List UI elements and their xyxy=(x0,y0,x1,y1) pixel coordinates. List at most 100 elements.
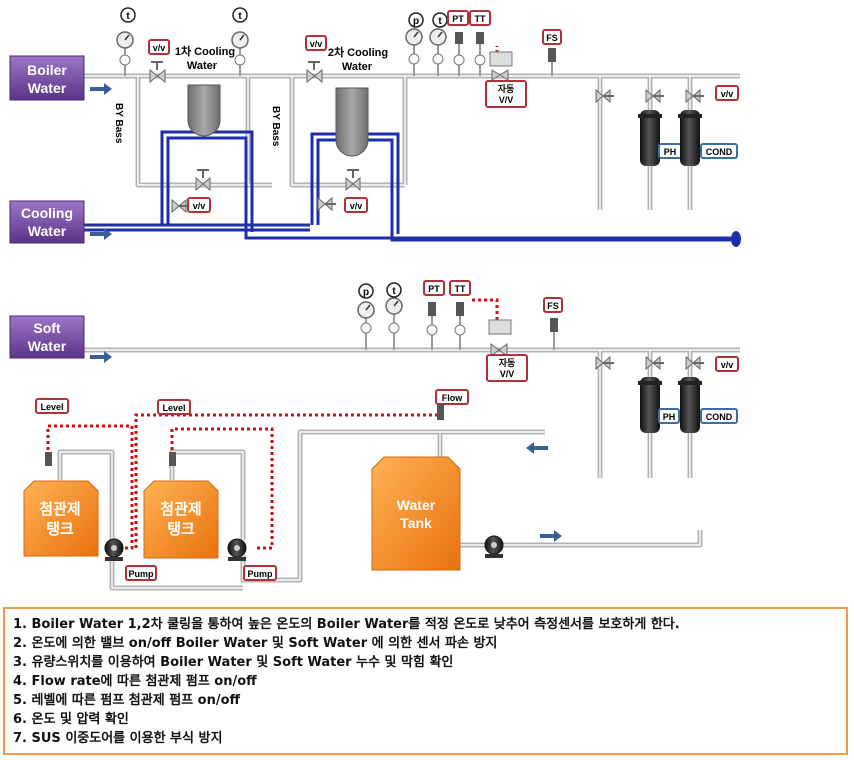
note-5: 5. 레벨에 따른 펌프 첨관제 펌프 on/off xyxy=(13,693,241,708)
cooling-valve-1: v/v xyxy=(171,197,211,214)
fs-tag: FS xyxy=(547,301,559,311)
vv-tag: v/v xyxy=(721,89,734,99)
valve-2: v/v xyxy=(305,35,327,84)
pt-sensor-bottom: PT xyxy=(423,280,445,350)
notes-box: 1. Boiler Water 1,2차 쿨링을 통하여 높은 온도의 Boil… xyxy=(3,607,848,755)
soft-water-label-2: Water xyxy=(28,338,67,354)
temp-gauge-1: t xyxy=(116,7,136,76)
flow-sensor xyxy=(437,404,444,420)
auto-valve-label-2: V/V xyxy=(499,95,514,105)
cooling-water-label-1: Cooling xyxy=(21,205,73,221)
cooling-valve-2: v/v xyxy=(317,196,368,213)
flow-arrow-icon xyxy=(540,530,562,542)
temp-symbol: t xyxy=(392,286,396,297)
bypass-valve-2 xyxy=(345,169,361,192)
analyzer-vv-tag-top: v/v xyxy=(715,85,739,101)
note-6: 6. 온도 및 압력 확인 xyxy=(13,712,129,727)
level-sensor xyxy=(45,452,52,466)
note-7: 7. SUS 이중도어를 이용한 부식 방지 xyxy=(13,731,223,746)
pressure-gauge-bottom: p xyxy=(357,283,375,350)
bypass-label-2: BY Bass xyxy=(270,106,281,147)
tt-sensor-top: TT xyxy=(469,10,491,76)
water-tank: Water Tank xyxy=(371,456,461,571)
cooling-water-label-2: Water xyxy=(28,223,67,239)
bypass-label-1: BY Bass xyxy=(113,103,124,144)
note-3: 3. 유량스위치를 이용하여 Boiler Water 및 Soft Water… xyxy=(13,655,454,670)
flow-arrow-icon xyxy=(526,442,548,454)
flow-label: Flow xyxy=(442,393,463,403)
water-tank-label-2: Tank xyxy=(400,515,432,531)
flow-arrow-icon xyxy=(90,351,112,363)
chemical-tank-2: 첨관제 탱크 xyxy=(143,480,219,559)
chemical-tank-label-2: 탱크 xyxy=(46,520,74,538)
tt-sensor-bottom: TT xyxy=(449,280,471,350)
analyzer-vv-tag-bottom: v/v xyxy=(715,356,739,372)
second-cooling-label-2: Water xyxy=(342,61,373,73)
note-2: 2. 온도에 의한 밸브 on/off Boiler Water 및 Soft … xyxy=(13,636,498,651)
soft-water-source: Soft Water xyxy=(9,315,85,359)
ph-tag: PH xyxy=(664,147,677,157)
auto-valve-top: 자동 V/V xyxy=(485,51,527,108)
boiler-water-label-2: Water xyxy=(28,80,67,96)
auto-valve-label-1: 자동 xyxy=(498,83,515,94)
first-cooling-label-1: 1차 Cooling xyxy=(175,44,235,58)
level-tag-2: Level xyxy=(157,399,191,415)
note-4: 4. Flow rate에 따른 첨관제 펌프 on/off xyxy=(13,674,257,689)
bypass-valve-1 xyxy=(195,169,211,192)
level-sensor xyxy=(169,452,176,466)
vv-tag: v/v xyxy=(350,201,363,211)
pump-3 xyxy=(484,535,504,558)
level-label: Level xyxy=(40,402,63,412)
ph-analyzer-bottom: PH xyxy=(638,377,680,433)
cond-analyzer-bottom: COND xyxy=(678,377,738,433)
water-tank-label-1: Water xyxy=(397,497,436,513)
cooler-1 xyxy=(187,84,221,137)
tt-tag: TT xyxy=(475,14,486,24)
level-label: Level xyxy=(162,403,185,413)
ph-analyzer-top: PH xyxy=(638,110,682,166)
boiler-water-label-1: Boiler xyxy=(27,62,67,78)
pt-tag: PT xyxy=(428,284,440,294)
pt-tag: PT xyxy=(452,14,464,24)
temp-symbol: t xyxy=(438,16,442,27)
cond-tag: COND xyxy=(706,147,733,157)
flow-tag: Flow xyxy=(435,389,469,405)
temp-gauge-bottom: t xyxy=(385,282,403,350)
pt-sensor-top: PT xyxy=(447,10,469,76)
cooler-2 xyxy=(335,87,369,157)
cooling-water-source: Cooling Water xyxy=(9,200,85,244)
valve-1: v/v xyxy=(148,39,170,84)
pump-1: Pump xyxy=(104,538,157,581)
temp-symbol: t xyxy=(126,11,130,22)
auto-valve-bottom: 자동 V/V xyxy=(486,319,528,382)
vv-tag: v/v xyxy=(310,39,323,49)
pressure-symbol: p xyxy=(363,287,369,298)
level-tag-1: Level xyxy=(35,398,69,414)
second-cooling-label-1: 2차 Cooling xyxy=(328,45,388,59)
flow-switch-top: FS xyxy=(542,29,562,76)
fs-tag: FS xyxy=(546,33,558,43)
cond-analyzer-top: COND xyxy=(678,110,738,166)
chemical-tank-1: 첨관제 탱크 xyxy=(23,480,99,557)
boiler-water-source: Boiler Water xyxy=(9,55,85,101)
flow-arrow-icon xyxy=(90,228,112,240)
vv-tag: v/v xyxy=(193,201,206,211)
soft-water-label-1: Soft xyxy=(33,320,61,336)
chemical-tank-label-1: 첨관제 xyxy=(160,501,201,518)
chemical-tank-label-1: 첨관제 xyxy=(39,501,80,518)
cond-tag: COND xyxy=(706,412,733,422)
tt-tag: TT xyxy=(455,284,466,294)
flow-arrow-icon xyxy=(90,83,112,95)
pressure-symbol: p xyxy=(413,16,419,27)
pump-label: Pump xyxy=(128,569,154,579)
temp-gauge-3: t xyxy=(429,12,448,76)
vv-tag: v/v xyxy=(721,360,734,370)
auto-valve-label-2: V/V xyxy=(500,369,515,379)
ph-tag: PH xyxy=(663,412,676,422)
pump-label: Pump xyxy=(247,569,273,579)
temp-symbol: t xyxy=(238,11,242,22)
pump-2: Pump xyxy=(227,538,277,581)
chemical-tank-label-2: 탱크 xyxy=(167,520,195,538)
first-cooling-label-2: Water xyxy=(187,60,218,72)
cooling-outlet xyxy=(731,231,741,247)
